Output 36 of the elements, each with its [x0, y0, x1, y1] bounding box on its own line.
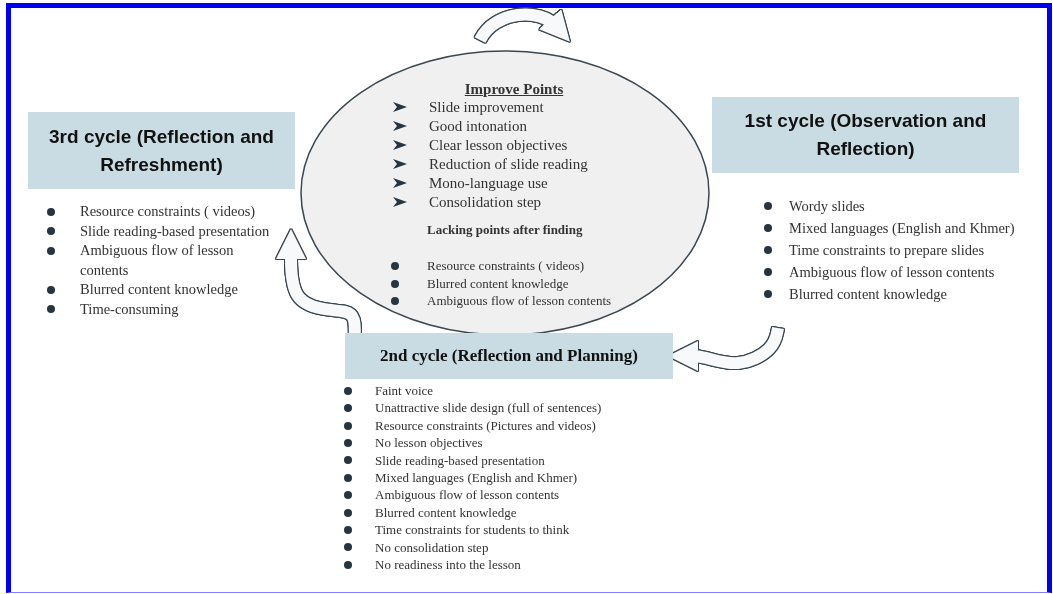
list-item: Faint voice — [375, 383, 434, 398]
list-item: Resource constraints (Pictures and videos) — [375, 417, 596, 433]
cycle-header-box: 1st cycle (Observation and Reflection) — [712, 97, 1019, 173]
section-heading: Improve Points — [464, 80, 564, 98]
list-item: Ambiguous flow of lesson contents — [80, 242, 234, 278]
cycle-header-box: 2nd cycle (Reflection and Planning) — [345, 333, 673, 379]
list-item: Wordy slides — [789, 198, 865, 214]
list-item: Blurred content knowledge — [375, 504, 517, 520]
list-item: Ambiguous flow of lesson contents — [789, 264, 995, 280]
list-item: No lesson objectives — [375, 435, 483, 451]
list-item: Slide reading-based presentation — [80, 222, 270, 239]
list-item: Unattractive slide design (full of sentences) — [375, 400, 602, 416]
list-item: Mixed languages (English and Khmer) — [789, 220, 1015, 236]
list-item: Ambiguous flow of lesson contents — [427, 293, 612, 309]
cycle-header-box: 3rd cycle (Reflection and Refreshment) — [28, 112, 295, 189]
list-item: No readiness into the lesson — [375, 557, 521, 573]
list-item: Resource constraints ( videos) — [80, 203, 256, 219]
list-item: Consolidation step — [429, 193, 542, 211]
section-heading: Lacking points after finding — [427, 222, 583, 238]
list-item: Time constraints to prepare slides — [789, 242, 985, 258]
list-item: Reduction of slide reading — [429, 155, 588, 173]
list-item: Blurred content knowledge — [427, 276, 569, 292]
list-item: Blurred content knowledge — [789, 286, 947, 302]
list-item: Time constraints for students to think — [375, 522, 570, 538]
list-item: Time-consuming — [80, 300, 179, 317]
list-item: Mono-language use — [429, 174, 548, 192]
list-item: No consolidation step — [375, 539, 489, 555]
list-item: Ambiguous flow of lesson contents — [375, 487, 560, 503]
block-arrow — [276, 229, 361, 336]
list-item: Clear lesson objectives — [429, 136, 568, 154]
list-item: Resource constraints ( videos) — [427, 258, 585, 274]
list-item: Blurred content knowledge — [80, 281, 238, 297]
list-item: Slide improvement — [429, 98, 544, 116]
list-item: Good intonation — [429, 117, 527, 135]
list-item: Mixed languages (English and Khmer) — [375, 470, 578, 486]
list-item: Slide reading-based presentation — [375, 452, 545, 468]
